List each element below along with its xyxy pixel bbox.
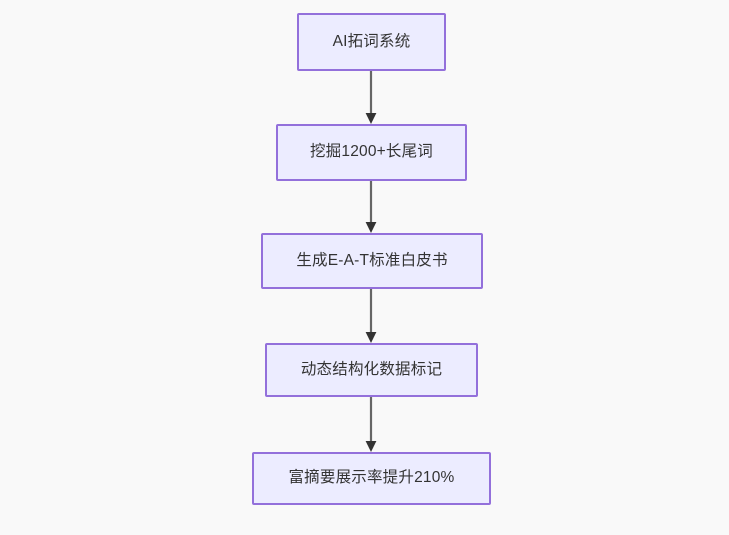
flow-node-label: 富摘要展示率提升210% [288,469,455,487]
flow-node-label: 挖掘1200+长尾词 [309,143,434,161]
edge-n3-n4 [361,289,381,343]
flow-node-ai-keyword-system[interactable]: AI拓词系统 [297,13,446,71]
flow-node-rich-snippet-result[interactable]: 富摘要展示率提升210% [252,452,491,505]
flow-node-generate-eat-whitepaper[interactable]: 生成E-A-T标准白皮书 [261,233,483,289]
flow-node-label: 动态结构化数据标记 [300,360,443,378]
edge-n4-n5 [361,397,381,452]
flow-node-dynamic-structured-data[interactable]: 动态结构化数据标记 [265,343,478,397]
flow-node-label: AI拓词系统 [332,32,411,50]
flow-node-label: 生成E-A-T标准白皮书 [296,251,448,269]
edge-n2-n3 [361,181,381,233]
flow-node-mine-longtail-keywords[interactable]: 挖掘1200+长尾词 [276,124,467,181]
edge-n1-n2 [361,71,381,124]
